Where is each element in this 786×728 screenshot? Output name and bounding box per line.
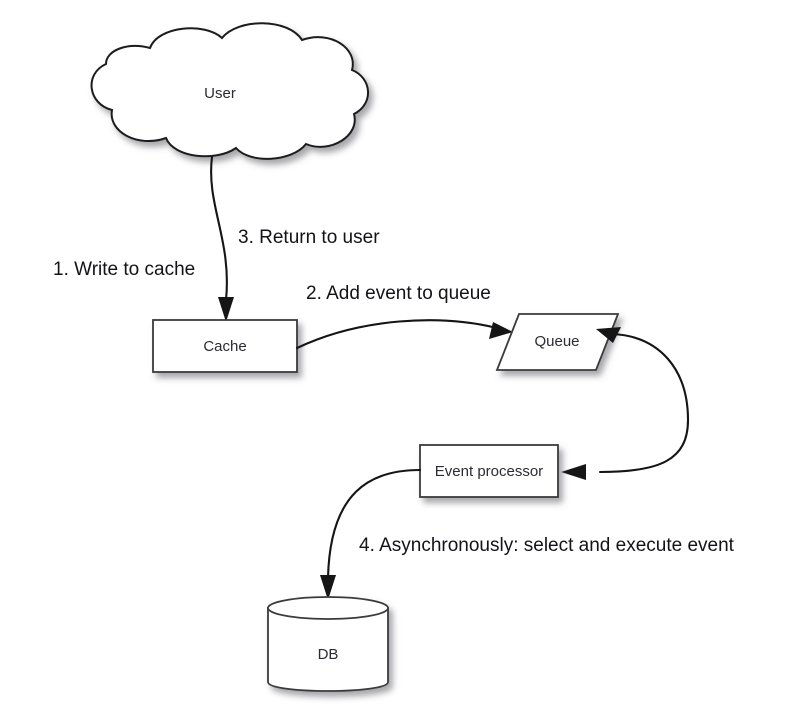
node-queue-label: Queue (534, 333, 579, 350)
event-processor-box-shape (419, 444, 559, 498)
node-db[interactable]: DB (267, 596, 389, 692)
node-cache[interactable]: Cache (152, 319, 298, 373)
node-event-processor[interactable]: Event processor (419, 444, 559, 498)
node-user-label: User (204, 85, 236, 102)
queue-parallelogram-shape (495, 313, 620, 371)
step-label-1: 1. Write to cache (53, 259, 195, 280)
node-cache-label: Cache (203, 338, 246, 355)
edge-processor-to-db-path (326, 468, 422, 580)
edge-loop-arrowhead-queue (596, 327, 621, 343)
node-db-label: DB (318, 646, 339, 663)
step-label-3: 3. Return to user (238, 227, 380, 248)
edge-queue-processor-loop-path (598, 332, 690, 474)
cache-box-shape (152, 319, 298, 373)
node-user[interactable]: User (90, 22, 369, 160)
db-cylinder-body (267, 607, 389, 692)
db-cylinder-top (267, 596, 389, 620)
edge-processor-to-db-arrowhead (320, 575, 336, 600)
edge-user-to-cache-path (210, 155, 228, 302)
node-event-processor-label: Event processor (435, 463, 543, 480)
edge-cache-to-queue-path (295, 319, 499, 350)
cloud-shape (90, 22, 369, 160)
edge-cache-to-queue-arrowhead (489, 322, 513, 339)
edge-user-to-cache (210, 155, 234, 322)
step-label-2: 2. Add event to queue (306, 283, 491, 304)
step-label-4: 4. Asynchronously: select and execute ev… (359, 535, 735, 556)
edge-processor-to-db (320, 468, 422, 600)
edge-queue-processor-loop (561, 327, 690, 480)
edge-loop-arrowhead-processor (561, 464, 586, 480)
node-queue[interactable]: Queue (495, 313, 620, 371)
edge-cache-to-queue (295, 319, 513, 350)
edge-user-to-cache-arrowhead (218, 297, 234, 322)
